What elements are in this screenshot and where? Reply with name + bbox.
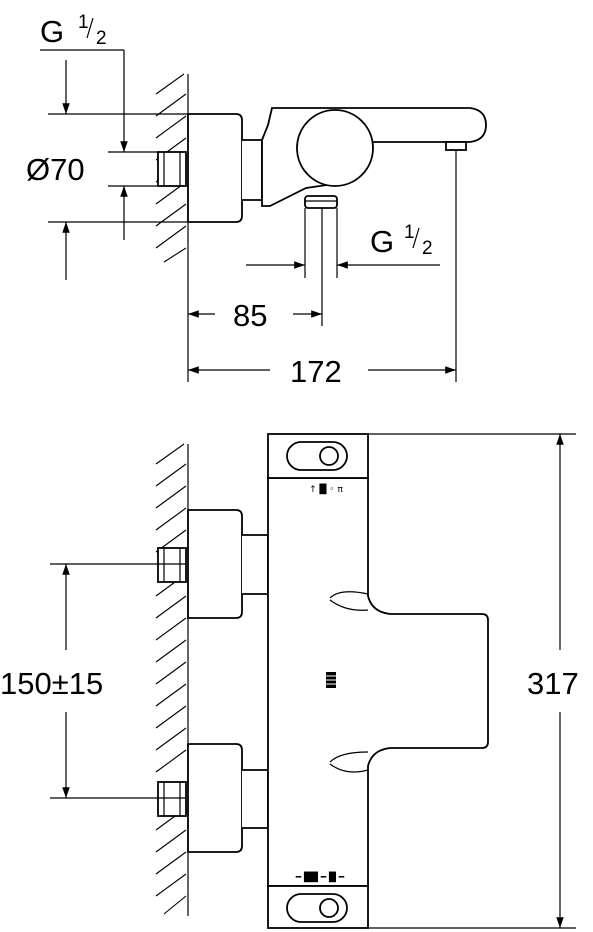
front-view: ↑ █ ◦ π ━ ██ ━ █ ━ 150±15 317 — [0, 433, 579, 929]
center-distance-label: 150±15 — [0, 666, 103, 701]
svg-text:1: 1 — [404, 222, 415, 243]
bottom-scale-label: ━ ██ ━ █ ━ — [295, 871, 345, 883]
aerator-icon — [326, 672, 336, 688]
depth-outlet-label: 85 — [233, 298, 267, 333]
inlet-thread-label: G 1 2 — [40, 12, 107, 49]
svg-text:2: 2 — [96, 28, 107, 49]
top-view: G 1 2 Ø70 G 1 2 85 — [26, 12, 487, 389]
s-union-lower — [187, 743, 243, 853]
outlet-thread-label: G 1 2 — [370, 222, 433, 259]
mixer-body-front — [267, 477, 489, 887]
svg-text:G: G — [40, 14, 64, 49]
handle-top — [296, 109, 374, 187]
top-scale-label: ↑ █ ◦ π — [309, 483, 343, 495]
mixer-body-top — [261, 107, 487, 207]
svg-text:1: 1 — [78, 12, 89, 33]
wall-fitting-lower — [157, 781, 187, 817]
wall-hatching-front — [155, 443, 189, 916]
svg-text:G: G — [370, 224, 394, 259]
outlet-nipple — [304, 195, 338, 209]
s-union-top — [187, 113, 243, 223]
diameter-label: Ø70 — [26, 152, 85, 187]
wall-fitting-top — [157, 151, 187, 187]
height-label: 317 — [527, 666, 579, 701]
s-union-upper — [187, 509, 243, 619]
wall-fitting-upper — [157, 547, 187, 583]
spout-tip — [445, 141, 467, 151]
svg-text:2: 2 — [422, 238, 433, 259]
depth-total-label: 172 — [290, 354, 342, 389]
